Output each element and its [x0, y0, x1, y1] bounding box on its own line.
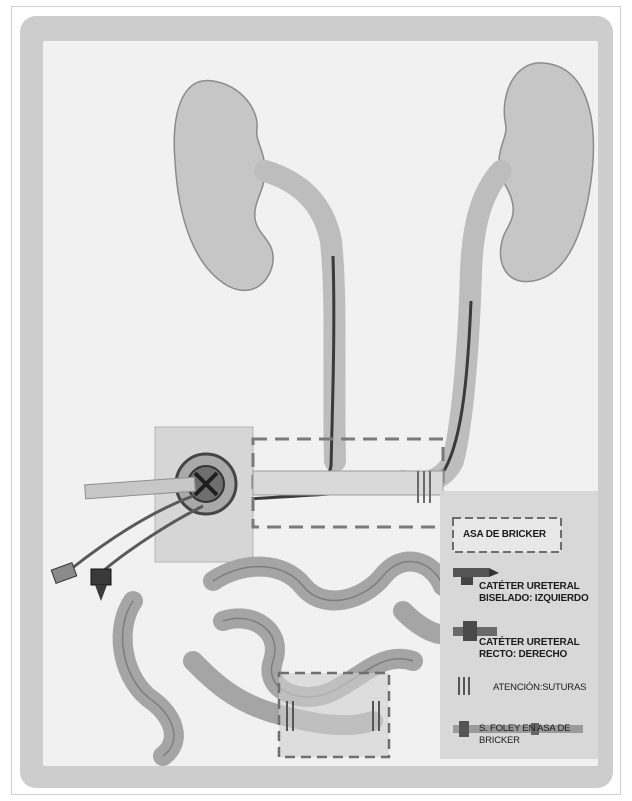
left-catheter-in-ureter [248, 256, 334, 493]
bricker-loop-inner [253, 471, 443, 495]
legend-foley-line2: BRICKER [479, 735, 520, 747]
legend-sutures: ATENCIÓN:SUTURAS [493, 682, 586, 694]
legend-straight-line2: RECTO: DERECHO [479, 649, 567, 661]
right-ureter [403, 171, 501, 483]
catheter-connector-left [51, 563, 76, 584]
catheter-connector-right [91, 569, 111, 601]
asa-bricker-label: ASA DE BRICKER [463, 529, 546, 541]
legend-beveled-line1: CATÉTER URETERAL [479, 581, 580, 593]
legend-foley-line1: S. FOLEY EN ASA DE [479, 723, 570, 735]
left-ureter [265, 171, 335, 461]
right-kidney [499, 63, 593, 282]
left-kidney [174, 81, 273, 291]
legend-beveled-line2: BISELADO: IZQUIERDO [479, 593, 589, 605]
illustration-paper: ASA DE BRICKER CATÉTER URETERAL BISELADO… [43, 41, 598, 766]
legend-straight-line1: CATÉTER URETERAL [479, 637, 580, 649]
